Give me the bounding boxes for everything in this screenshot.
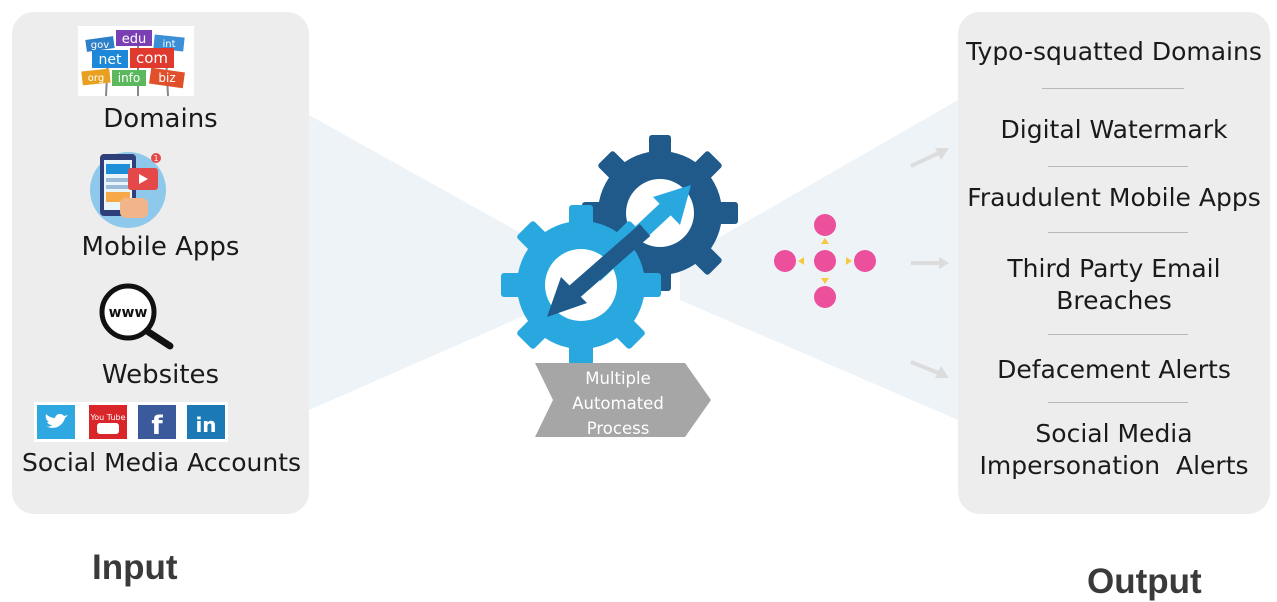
sign-biz: biz [158, 71, 175, 85]
output-item-typo-squatted: Typo-squatted Domains [958, 36, 1270, 68]
input-item-social-media: Social Media Accounts [22, 448, 302, 477]
process-line-3: Process [586, 419, 650, 438]
divider [1048, 334, 1188, 335]
divider [1042, 88, 1184, 89]
facebook-text: f [151, 411, 163, 441]
facebook-icon: f [138, 405, 176, 441]
divider [1048, 232, 1188, 233]
input-caption: Input [92, 548, 178, 587]
output-item-text: Typo-squatted Domains [966, 37, 1262, 66]
input-item-mobile-apps: Mobile Apps [81, 232, 240, 262]
process-line-1: Multiple [585, 369, 651, 388]
process-chevron [535, 363, 711, 437]
output-item-fraudulent-apps: Fraudulent Mobile Apps [958, 182, 1270, 214]
divider [1048, 402, 1188, 403]
output-panel: Typo-squatted Domains Digital Watermark … [958, 12, 1270, 514]
output-item-text: Impersonation Alerts [979, 451, 1249, 480]
output-item-text: Digital Watermark [1000, 115, 1228, 144]
output-item-text: Defacement Alerts [997, 355, 1231, 384]
output-item-text: Social Media [1035, 419, 1193, 448]
sign-gov: gov [91, 40, 109, 51]
linkedin-text: in [195, 413, 216, 437]
output-item-text: Third Party Email [1007, 254, 1221, 283]
www-magnifier-icon: www [99, 283, 174, 350]
output-item-defacement: Defacement Alerts [958, 354, 1270, 386]
linkedin-icon: in [187, 405, 225, 439]
www-text: www [109, 305, 148, 321]
output-item-digital-watermark: Digital Watermark [958, 114, 1270, 146]
arrow-right-icon [911, 257, 949, 269]
arrow-up-right-icon [910, 148, 949, 168]
mobile-apps-icon: 1 [90, 152, 166, 228]
output-caption: Output [1087, 562, 1202, 601]
output-item-text: Fraudulent Mobile Apps [967, 183, 1261, 212]
arrow-down-right-icon [910, 360, 949, 378]
sign-net: net [99, 52, 122, 68]
output-item-text: Breaches [1056, 286, 1172, 315]
sign-org: org [88, 73, 104, 84]
output-item-email-breaches: Third Party Email Breaches [958, 253, 1270, 317]
svg-text:1: 1 [153, 154, 158, 163]
output-arrows [910, 148, 949, 378]
process-label: Multiple Automated Process [540, 366, 696, 441]
input-item-domains: Domains [103, 104, 218, 134]
domain-signs-icon: gov edu int net com org info biz [78, 26, 194, 97]
twitter-icon [37, 405, 75, 439]
output-item-social-impersonation: Social Media Impersonation Alerts [958, 418, 1270, 482]
sign-int: int [162, 39, 175, 50]
gear-arrows-icon [501, 135, 738, 365]
process-line-2: Automated [572, 394, 664, 413]
youtube-text: You Tube [89, 413, 125, 422]
social-media-icons: You Tube f in [34, 402, 228, 442]
youtube-icon: You Tube [89, 405, 127, 439]
sign-info: info [118, 71, 141, 85]
sign-com: com [136, 49, 168, 67]
input-item-websites: Websites [101, 360, 220, 390]
sign-edu: edu [122, 32, 147, 47]
divider [1048, 166, 1188, 167]
node-cluster-icon [774, 214, 876, 308]
input-panel: gov edu int net com org info biz Domains… [12, 12, 309, 514]
